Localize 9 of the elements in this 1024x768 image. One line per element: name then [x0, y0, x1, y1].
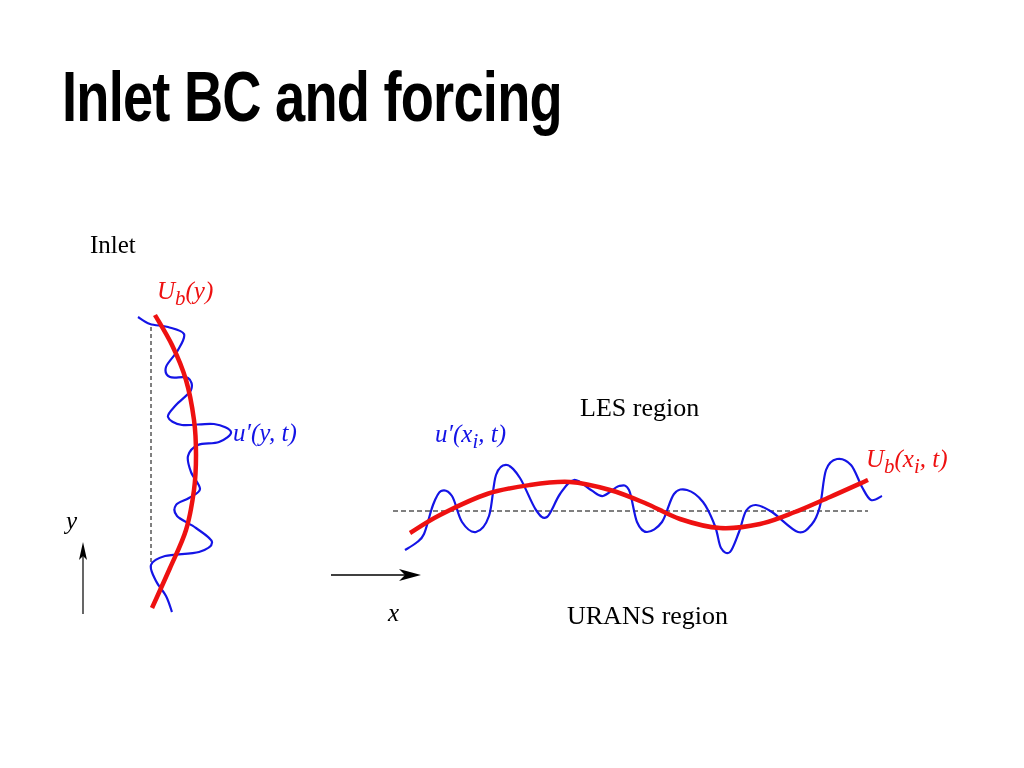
region-label: URANS region: [567, 601, 729, 631]
axis-label: y: [66, 507, 78, 536]
axis-label: x: [388, 599, 400, 628]
variable-label: u′(y, t): [233, 419, 297, 448]
inlet-label: Inlet: [90, 231, 136, 260]
region-label: LES region: [580, 393, 700, 423]
variable-label: U$_{b}$(x$_{i}$, t): [866, 445, 948, 479]
variable-label: U$_{b}$(y): [157, 277, 214, 311]
variable-label: u′(x$_{i}$, t): [435, 420, 506, 454]
